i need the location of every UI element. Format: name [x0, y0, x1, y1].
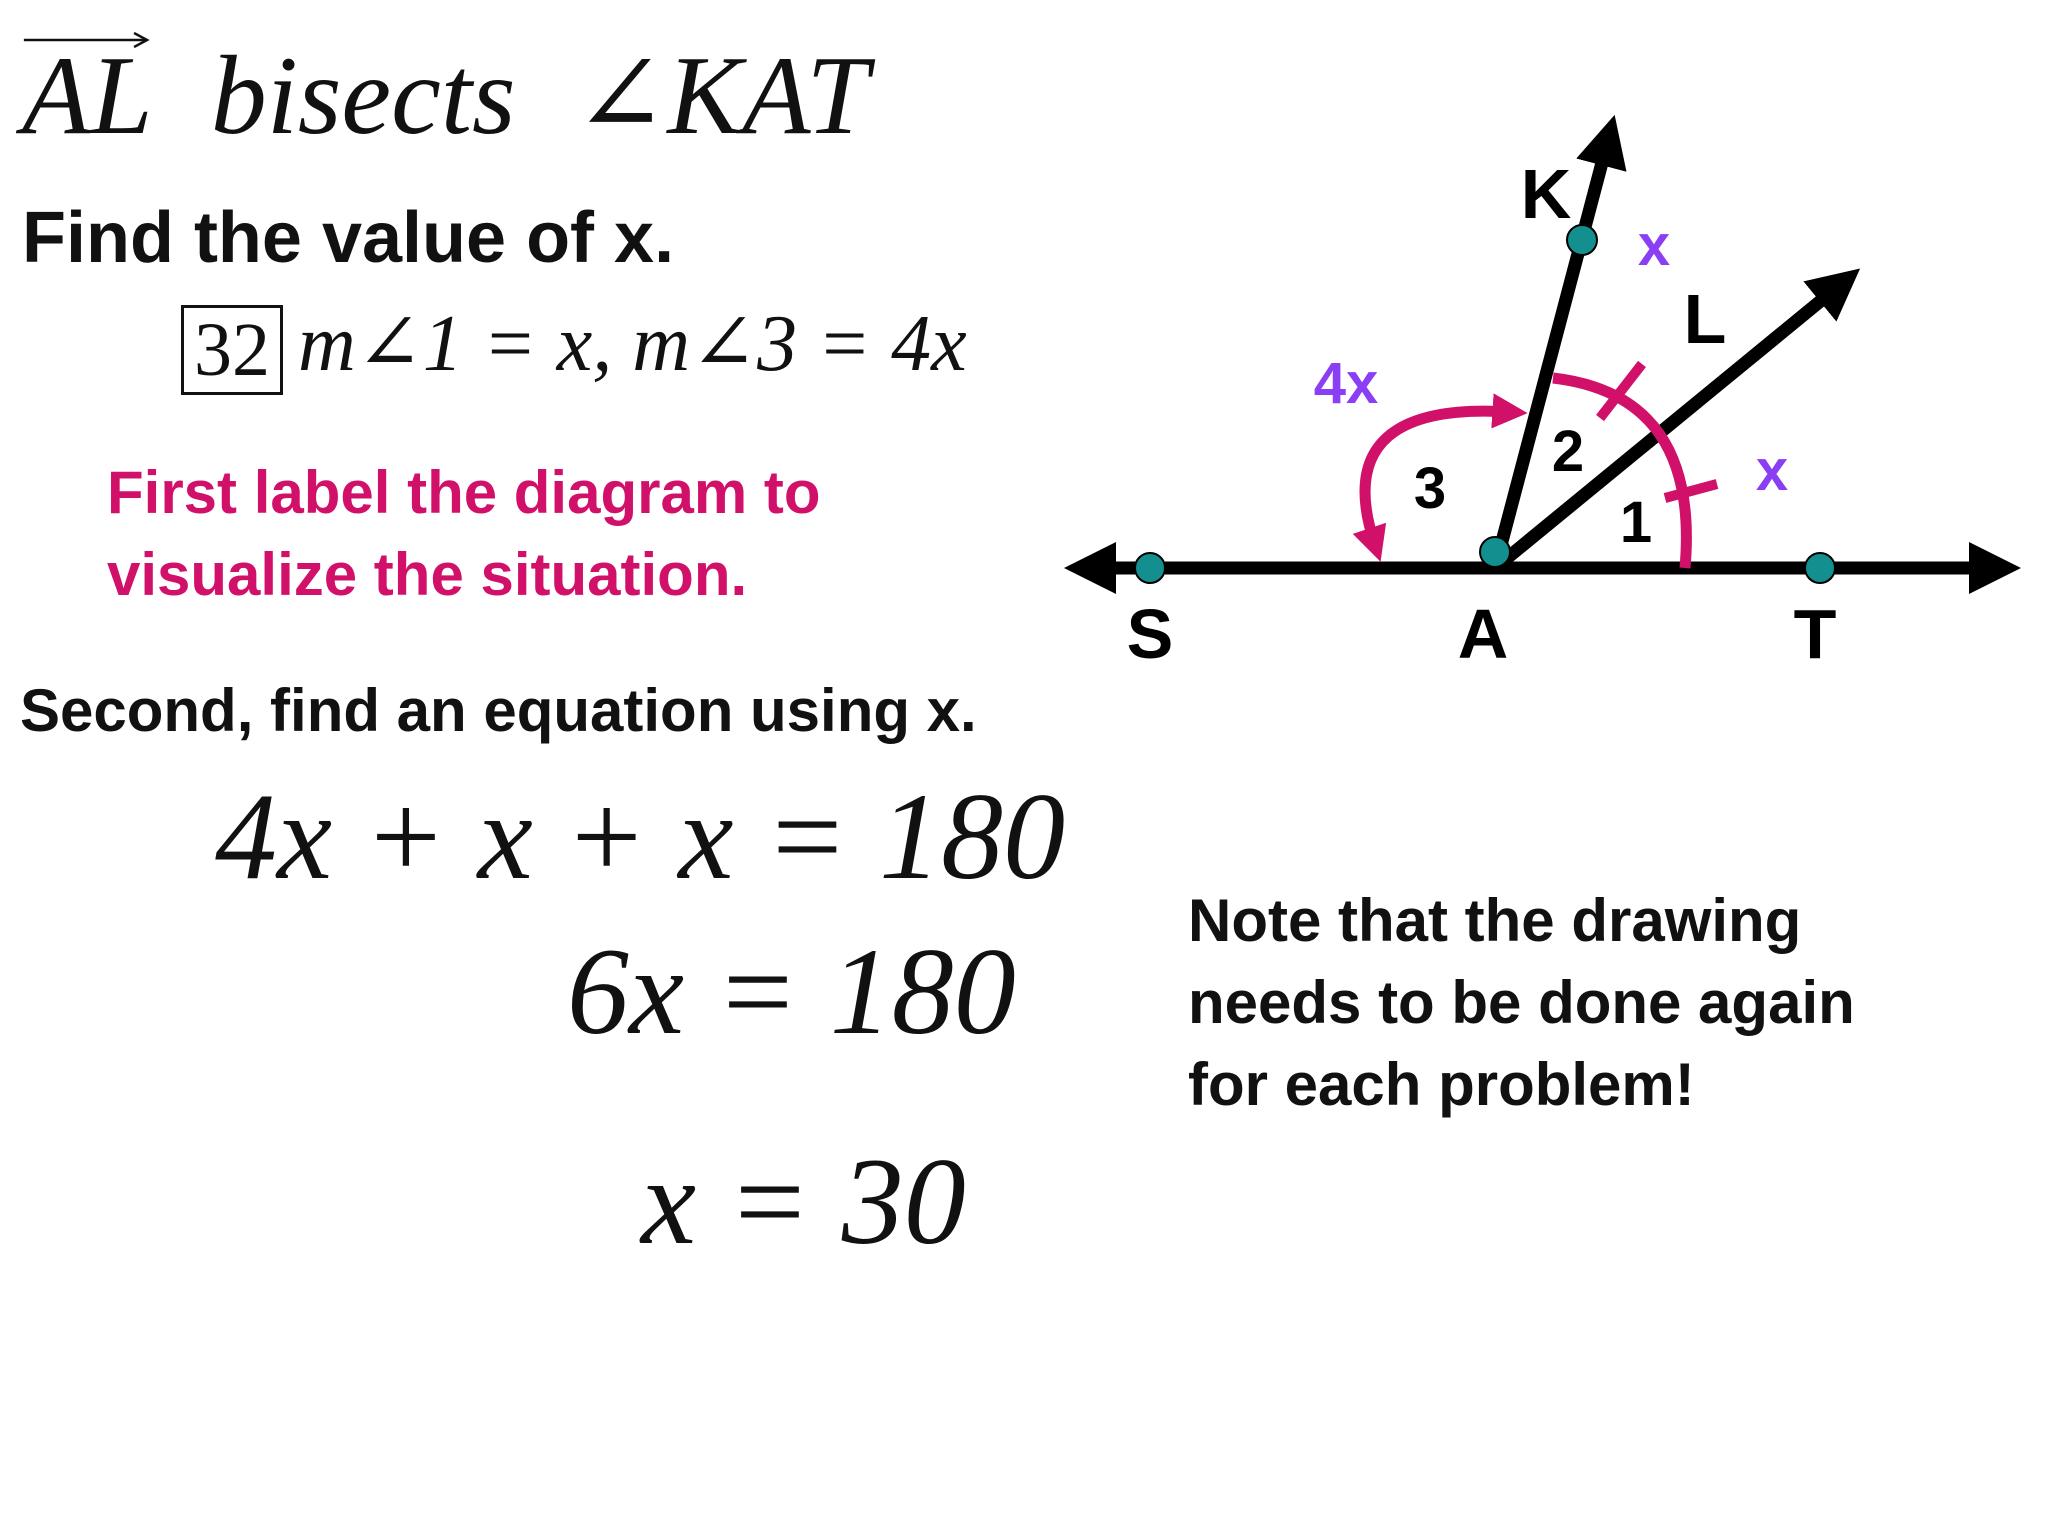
angle-number-3: 3 — [1414, 456, 1446, 521]
congruence-tick-1 — [1663, 479, 1719, 503]
note-line: needs to be done again — [1188, 969, 1855, 1036]
point-k — [1566, 224, 1598, 256]
point-a — [1479, 536, 1511, 568]
second-instruction: Second, find an equation using x. — [20, 677, 977, 744]
label-x-lower: x — [1756, 438, 1788, 503]
bisector-arc — [1552, 372, 1692, 569]
label-s: S — [1127, 595, 1174, 673]
label-l: L — [1684, 280, 1727, 358]
ray-al-notation: AL — [22, 31, 153, 152]
bisects-word: bisects — [210, 34, 516, 158]
angle-number-2: 2 — [1552, 419, 1584, 484]
problem-number-box: 32 — [181, 305, 283, 395]
angle-3-arrow — [1352, 393, 1528, 562]
first-instruction: First label the diagram to visualize the… — [107, 452, 820, 616]
equation-line-3: x = 30 — [641, 1133, 966, 1270]
note-line: for each problem! — [1188, 1051, 1695, 1118]
note: Note that the drawing needs to be done a… — [1188, 880, 1855, 1126]
ray-arrow-icon — [23, 31, 150, 48]
point-t — [1804, 552, 1836, 584]
angle-name: KAT — [667, 34, 869, 158]
first-instruction-line: First label the diagram to — [107, 459, 821, 526]
label-x-upper: x — [1638, 213, 1670, 278]
first-instruction-line: visualize the situation. — [107, 541, 748, 608]
given-equation: m∠1 = x, m∠3 = 4x — [298, 300, 967, 388]
label-a: A — [1458, 595, 1509, 673]
title: AL bisects∠KAT — [22, 31, 869, 152]
angle-symbol: ∠ — [573, 34, 668, 158]
question-prompt: Find the value of x. — [22, 198, 675, 278]
equation-line-1: 4x + x + x = 180 — [215, 768, 1066, 905]
congruence-tick-2 — [1596, 360, 1646, 422]
note-line: Note that the drawing — [1188, 887, 1802, 954]
angle-number-1: 1 — [1620, 490, 1652, 555]
point-s — [1134, 552, 1166, 584]
ray-name: AL — [22, 34, 153, 158]
label-t: T — [1794, 595, 1837, 673]
label-4x: 4x — [1314, 351, 1379, 416]
label-k: K — [1521, 155, 1572, 233]
equation-line-2: 6x = 180 — [567, 923, 1016, 1060]
ray-al — [1490, 268, 1861, 574]
